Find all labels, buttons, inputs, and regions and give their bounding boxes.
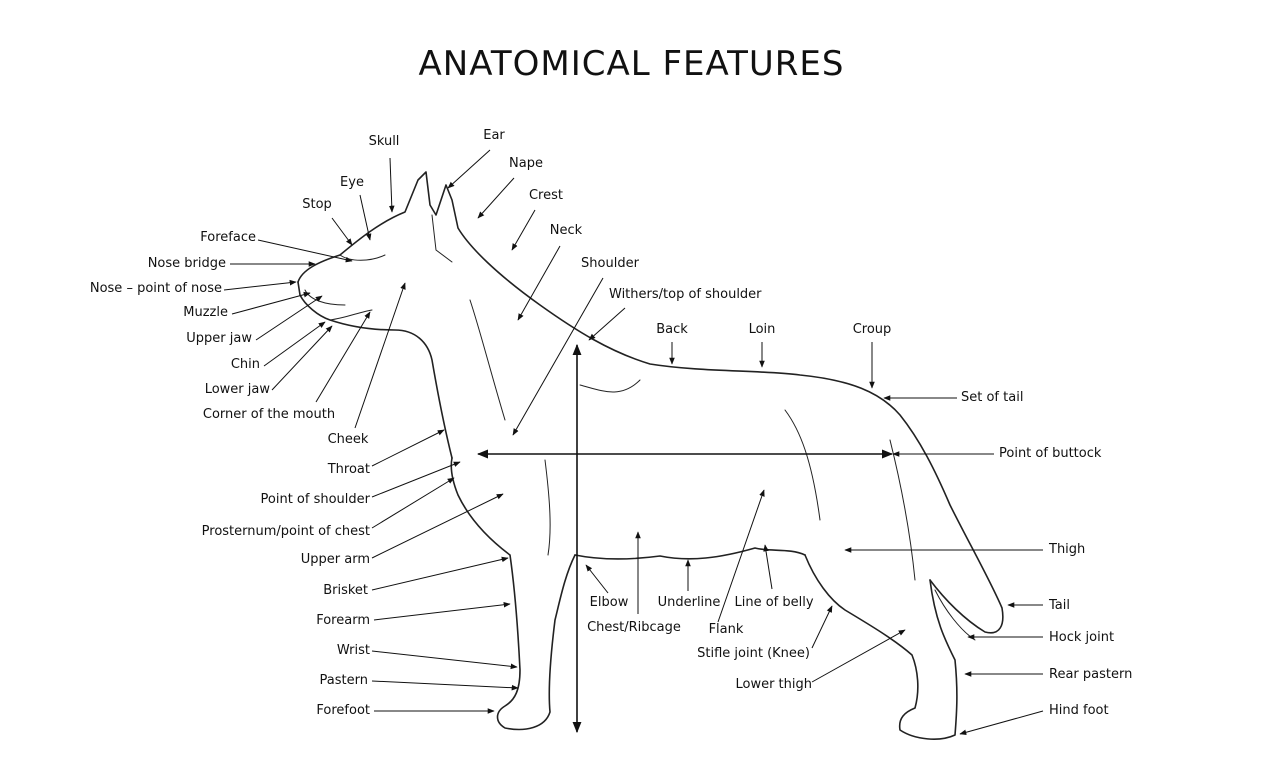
leader-lower-jaw <box>271 325 333 391</box>
leader-hind-foot <box>959 710 1044 736</box>
leader-throat <box>371 429 445 467</box>
leader-stop <box>331 217 353 246</box>
leader-muzzle <box>231 291 311 315</box>
dog-underline <box>574 547 806 560</box>
label-nose-point: Nose – point of nose <box>89 281 222 296</box>
label-skull: Skull <box>368 134 400 149</box>
dog-throat <box>297 281 453 459</box>
leader-withers <box>588 307 626 341</box>
label-brisket: Brisket <box>323 583 368 598</box>
label-eye: Eye <box>340 175 364 190</box>
leader-elbow <box>585 564 609 594</box>
label-nose-bridge: Nose bridge <box>147 256 226 271</box>
dog-front-leg <box>450 457 576 731</box>
label-rear-pastern: Rear pastern <box>1049 667 1133 682</box>
leader-cheek <box>354 282 406 429</box>
leader-ear <box>447 149 491 189</box>
leader-prosternum <box>371 477 455 529</box>
label-stifle: Stifle joint (Knee) <box>697 646 810 661</box>
leader-line-belly <box>763 544 773 590</box>
label-elbow: Elbow <box>589 595 629 610</box>
label-tail: Tail <box>1049 598 1070 613</box>
label-croup: Croup <box>852 322 892 337</box>
label-chest-ribcage: Chest/Ribcage <box>587 620 681 635</box>
leader-corner-mouth <box>315 311 371 403</box>
label-forefoot: Forefoot <box>316 703 370 718</box>
label-forearm: Forearm <box>316 613 370 628</box>
label-ear: Ear <box>483 128 505 143</box>
label-shoulder: Shoulder <box>581 256 639 271</box>
leader-point-shoulder <box>371 461 461 498</box>
leader-shoulder <box>512 277 604 436</box>
leader-lower-thigh <box>811 629 906 683</box>
leader-upper-arm <box>371 493 504 559</box>
leader-chin <box>263 321 326 367</box>
leader-forearm <box>373 601 511 621</box>
leader-stifle <box>811 605 833 649</box>
label-nape: Nape <box>509 156 543 171</box>
label-crest: Crest <box>528 188 563 203</box>
label-back: Back <box>656 322 688 337</box>
dog-topline <box>297 171 1004 634</box>
leader-pastern <box>371 680 519 691</box>
leader-crest <box>511 209 536 251</box>
leader-eye <box>359 194 372 241</box>
label-upper-arm: Upper arm <box>300 552 370 567</box>
label-wrist: Wrist <box>336 643 370 658</box>
label-withers: Withers/top of shoulder <box>609 287 762 302</box>
leader-lines <box>223 149 1044 736</box>
label-stop: Stop <box>302 197 332 212</box>
label-pastern: Pastern <box>319 673 368 688</box>
label-point-shoulder: Point of shoulder <box>260 492 370 507</box>
leader-nape <box>477 177 515 219</box>
label-cheek: Cheek <box>327 432 369 447</box>
label-lower-jaw: Lower jaw <box>204 382 270 397</box>
leader-wrist <box>371 650 518 670</box>
label-hock-joint: Hock joint <box>1049 630 1115 645</box>
label-hind-foot: Hind foot <box>1049 703 1109 718</box>
label-foreface: Foreface <box>200 230 256 245</box>
label-upper-jaw: Upper jaw <box>186 331 252 346</box>
label-neck: Neck <box>549 223 583 238</box>
dog-outline <box>297 171 1004 740</box>
label-underline: Underline <box>657 595 721 610</box>
dog-hind-leg <box>804 554 958 740</box>
leader-foreface <box>257 239 353 263</box>
leader-upper-jaw <box>255 295 323 341</box>
label-flank: Flank <box>708 622 744 637</box>
label-corner-mouth: Corner of the mouth <box>202 407 336 422</box>
diagram-title: ANATOMICAL FEATURES <box>418 44 845 84</box>
label-thigh: Thigh <box>1049 542 1086 557</box>
label-loin: Loin <box>748 322 776 337</box>
leader-flank <box>717 489 765 623</box>
leader-skull <box>388 157 395 213</box>
label-lower-thigh: Lower thigh <box>735 677 812 692</box>
label-point-buttock: Point of buttock <box>999 446 1102 461</box>
label-muzzle: Muzzle <box>183 305 228 320</box>
label-prosternum: Prosternum/point of chest <box>201 524 370 539</box>
label-throat: Throat <box>327 462 370 477</box>
leader-brisket <box>371 556 509 591</box>
label-set-of-tail: Set of tail <box>961 390 1024 405</box>
label-chin: Chin <box>230 357 260 372</box>
leader-nose-point <box>223 279 297 291</box>
label-line-belly: Line of belly <box>734 595 814 610</box>
leader-neck <box>517 245 561 321</box>
